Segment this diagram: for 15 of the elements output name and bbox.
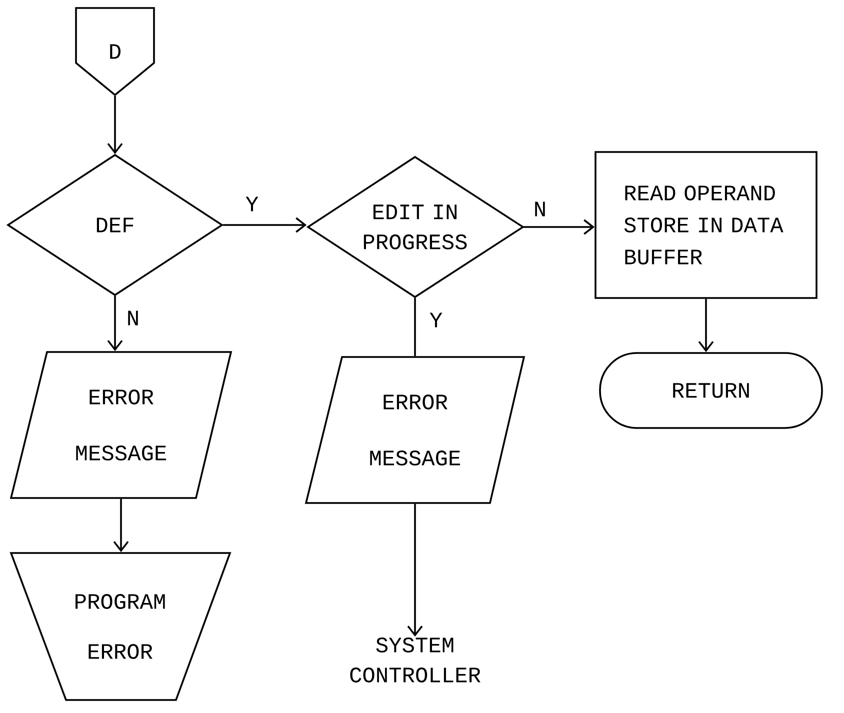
terminal-box: RETURN	[599, 352, 823, 429]
offpage-connector: D	[75, 7, 155, 96]
edge-label: Y	[428, 312, 444, 328]
arrow	[407, 504, 423, 637]
arrow	[113, 498, 129, 552]
arrow	[698, 298, 714, 352]
arrow	[222, 217, 307, 233]
edge-label: N	[532, 200, 548, 218]
edge-label: Y	[244, 196, 260, 212]
arrow	[523, 219, 595, 235]
edge-label: N	[125, 310, 141, 326]
text-label: SYSTEM CONTROLLER	[350, 638, 480, 682]
process-box: READ OPERAND STORE IN DATA BUFFER	[594, 151, 818, 299]
arrow	[107, 96, 123, 154]
arrow	[107, 296, 123, 352]
